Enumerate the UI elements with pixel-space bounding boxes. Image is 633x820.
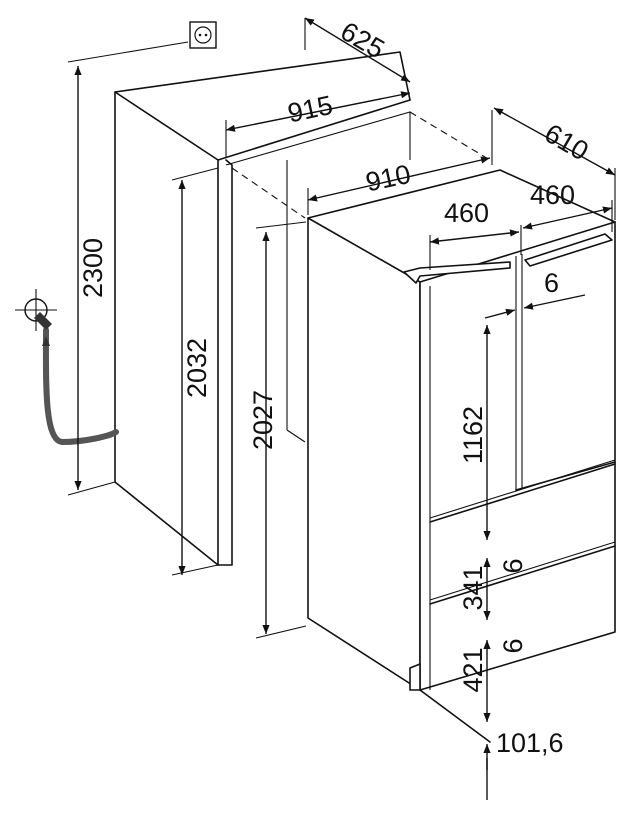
label-door-width-left: 460 bbox=[444, 198, 489, 228]
niche-side-panel bbox=[114, 91, 219, 566]
dim-door-gap: 6 bbox=[484, 268, 586, 319]
dim-base-height: 101,6 bbox=[483, 728, 564, 800]
label-appliance-width: 910 bbox=[363, 159, 413, 198]
dim-upper-door: 1162 bbox=[458, 325, 491, 540]
label-middle-drawer-height: 341 bbox=[458, 565, 488, 610]
label-door-gap: 6 bbox=[544, 268, 559, 298]
label-niche-inner-height: 2032 bbox=[182, 338, 212, 398]
dim-niche-depth: 625 bbox=[304, 16, 411, 83]
power-socket-icon bbox=[189, 21, 217, 49]
dim-niche-height: 2300 bbox=[67, 41, 189, 496]
dim-appliance-height: 2027 bbox=[248, 221, 307, 639]
label-niche-depth: 625 bbox=[335, 16, 389, 65]
label-lower-drawer-height: 421 bbox=[458, 647, 488, 692]
water-tap-icon bbox=[15, 289, 57, 346]
dim-door-widths: 460 460 bbox=[429, 180, 613, 270]
label-gap-1: 6 bbox=[498, 558, 528, 573]
label-appliance-height: 2027 bbox=[248, 390, 278, 450]
dim-lower-drawer: 421 bbox=[458, 640, 491, 722]
label-niche-height: 2300 bbox=[78, 238, 108, 298]
water-hose bbox=[42, 327, 119, 446]
dim-gap-2: 6 bbox=[498, 638, 528, 653]
fridge-appliance bbox=[307, 169, 616, 743]
dim-niche-width: 915 bbox=[225, 90, 411, 158]
label-niche-width: 915 bbox=[285, 90, 335, 129]
label-base-height: 101,6 bbox=[496, 728, 564, 758]
fridge-side bbox=[307, 217, 421, 691]
label-gap-2: 6 bbox=[498, 638, 528, 653]
dim-gap-1: 6 bbox=[498, 558, 528, 573]
label-door-width-right: 460 bbox=[530, 180, 575, 210]
label-upper-door-height: 1162 bbox=[458, 406, 488, 464]
dim-middle-drawer: 341 bbox=[458, 558, 491, 620]
fridge-front bbox=[419, 221, 616, 691]
dim-niche-inner-height: 2032 bbox=[171, 167, 219, 576]
